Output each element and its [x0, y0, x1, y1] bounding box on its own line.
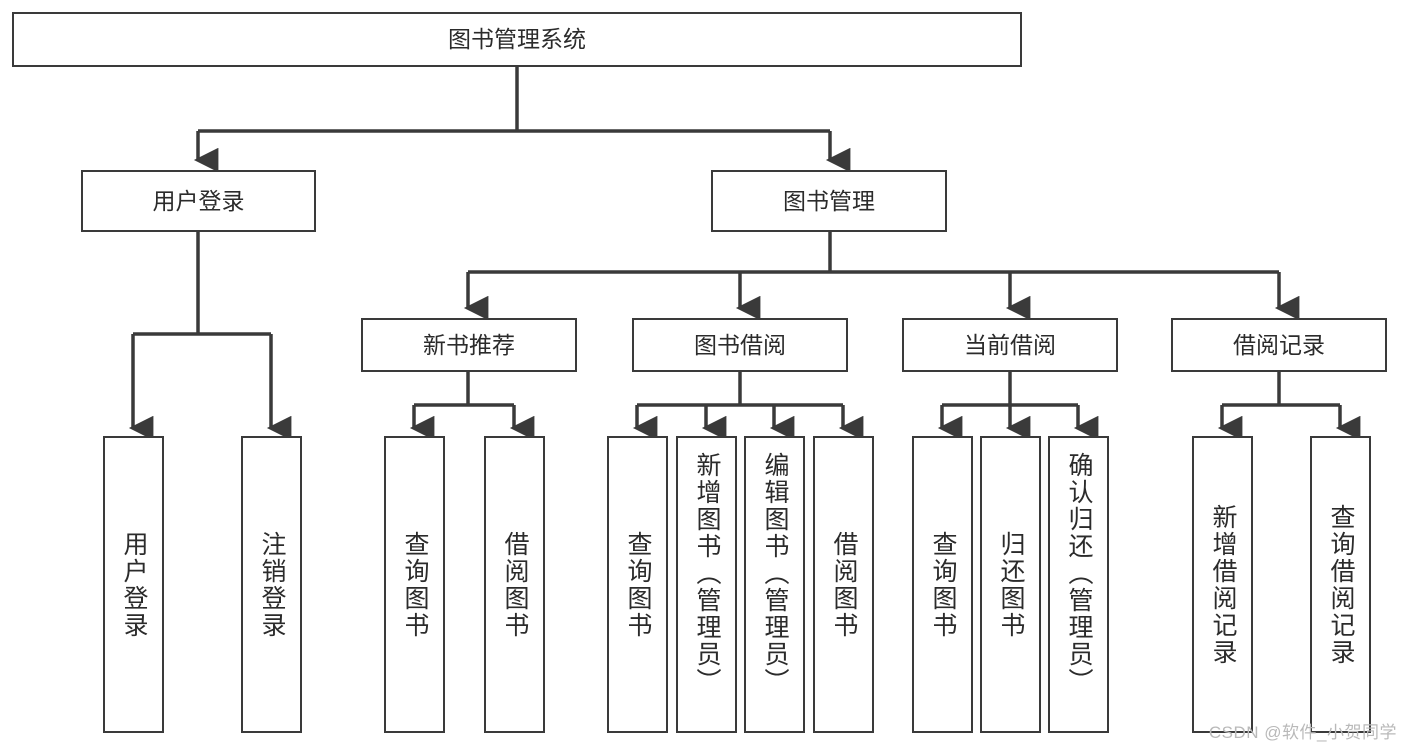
node-leaf-return-book[interactable]: 归还图书	[980, 436, 1041, 733]
node-book-manage[interactable]: 图书管理	[711, 170, 947, 232]
node-root-system-label: 图书管理系统	[448, 26, 586, 53]
node-leaf-borrow-book[interactable]: 借阅图书	[813, 436, 874, 733]
node-current-borrow-label: 当前借阅	[964, 331, 1056, 358]
node-user-login-label: 用户登录	[152, 187, 245, 214]
node-leaf-edit-book-admin[interactable]: 编辑图书（管理员）	[744, 436, 805, 733]
node-new-book-recommend-label: 新书推荐	[423, 331, 515, 358]
node-leaf-add-book-admin[interactable]: 新增图书（管理员）	[676, 436, 737, 733]
node-leaf-logout-label: 注销登录	[258, 530, 286, 639]
node-current-borrow[interactable]: 当前借阅	[902, 318, 1118, 372]
node-leaf-confirm-return-admin[interactable]: 确认归还（管理员）	[1048, 436, 1109, 733]
node-leaf-user-login-label: 用户登录	[120, 530, 148, 639]
node-leaf-return-book-label: 归还图书	[997, 530, 1025, 639]
node-leaf-current-query-book-label: 查询图书	[929, 530, 957, 639]
node-root-system[interactable]: 图书管理系统	[12, 12, 1022, 67]
node-leaf-current-query-book[interactable]: 查询图书	[912, 436, 973, 733]
node-leaf-new-book-borrow-label: 借阅图书	[501, 530, 529, 639]
node-book-borrow-label: 图书借阅	[694, 331, 786, 358]
node-leaf-add-borrow-record-label: 新增借阅记录	[1209, 503, 1237, 666]
node-leaf-user-login[interactable]: 用户登录	[103, 436, 164, 733]
node-borrow-record-label: 借阅记录	[1233, 331, 1325, 358]
node-user-login[interactable]: 用户登录	[81, 170, 316, 232]
node-leaf-confirm-return-admin-label: 确认归还（管理员）	[1065, 452, 1093, 695]
node-book-borrow[interactable]: 图书借阅	[632, 318, 848, 372]
node-leaf-borrow-query-book-label: 查询图书	[624, 530, 652, 639]
node-leaf-new-book-query[interactable]: 查询图书	[384, 436, 445, 733]
node-leaf-borrow-query-book[interactable]: 查询图书	[607, 436, 668, 733]
node-leaf-edit-book-admin-label: 编辑图书（管理员）	[761, 452, 789, 695]
node-new-book-recommend[interactable]: 新书推荐	[361, 318, 577, 372]
node-leaf-logout[interactable]: 注销登录	[241, 436, 302, 733]
node-leaf-add-borrow-record[interactable]: 新增借阅记录	[1192, 436, 1253, 733]
node-leaf-query-borrow-record-label: 查询借阅记录	[1327, 503, 1355, 666]
node-leaf-add-book-admin-label: 新增图书（管理员）	[693, 452, 721, 695]
node-borrow-record[interactable]: 借阅记录	[1171, 318, 1387, 372]
node-leaf-borrow-book-label: 借阅图书	[830, 530, 858, 639]
node-leaf-new-book-borrow[interactable]: 借阅图书	[484, 436, 545, 733]
node-book-manage-label: 图书管理	[783, 187, 875, 214]
watermark-text: CSDN @软件_小贺同学	[1208, 723, 1397, 742]
node-leaf-query-borrow-record[interactable]: 查询借阅记录	[1310, 436, 1371, 733]
node-leaf-new-book-query-label: 查询图书	[401, 530, 429, 639]
